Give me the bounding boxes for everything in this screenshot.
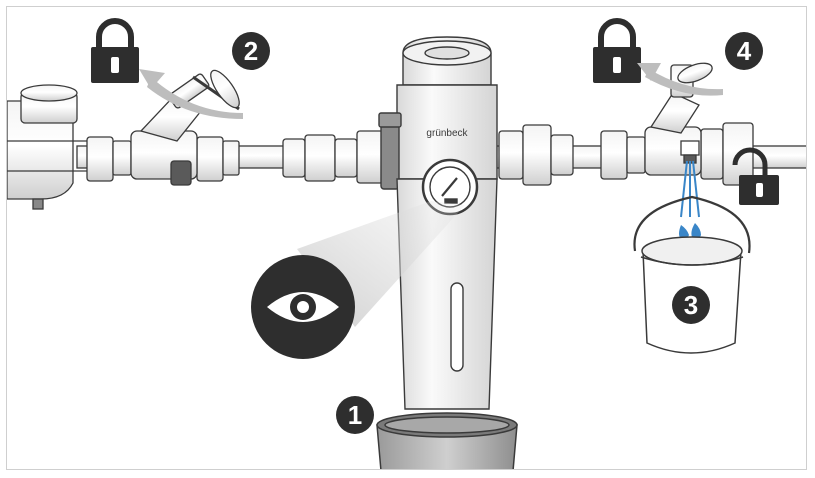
brand-label: grünbeck <box>426 128 468 139</box>
installation-diagram: grünbeck <box>7 7 807 470</box>
step-number-4: 4 <box>737 36 752 66</box>
padlock-right-icon <box>593 21 641 83</box>
step-badge-3: 3 <box>672 286 710 324</box>
eye-icon <box>251 255 355 359</box>
step-number-2: 2 <box>244 36 258 66</box>
filter-bowl <box>377 413 517 470</box>
right-fittings <box>499 123 753 185</box>
illustration-frame: grünbeck <box>6 6 807 470</box>
step-badge-4: 4 <box>725 32 763 70</box>
step-badge-2: 2 <box>232 32 270 70</box>
step-number-1: 1 <box>348 400 362 430</box>
step-badge-1: 1 <box>336 396 374 434</box>
step-number-3: 3 <box>684 290 698 320</box>
padlock-left-icon <box>91 21 139 83</box>
bucket <box>634 197 749 353</box>
